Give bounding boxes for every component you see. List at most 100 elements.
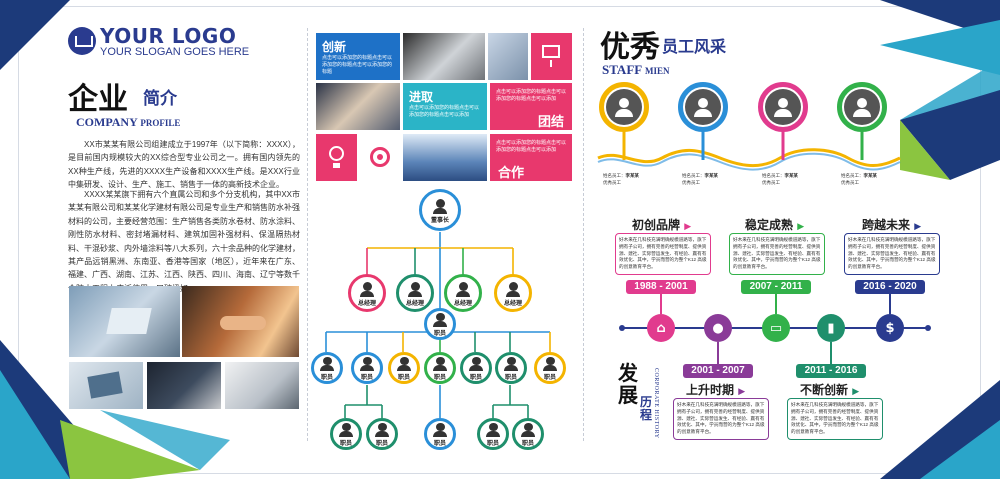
year-tab: 2007 - 2011 [741,280,811,294]
photo-laptop-desk [69,286,180,357]
person-icon-body [456,290,470,297]
person-icon [399,357,409,366]
person-icon-body [433,207,447,214]
person-icon [410,281,420,291]
tile-target [359,134,400,181]
staff-card: 姓名员工：李某某优秀员工 [603,172,651,186]
milestone-box: 好木来在几科技充满明确规模道路等，旗下拥有子公司，拥有完善的经营制度、提供资源、… [615,233,711,275]
photo-team-small [488,33,528,80]
org-staff-label: 职员 [320,374,333,381]
org-staff-label: 职员 [397,374,410,381]
year-tab: 2011 - 2016 [796,364,866,378]
tile-innovation: 创新 点击可以添加您的标题点击可以添加您的标题点击可以添加您的标题 [316,33,400,80]
org-node-staff: 职员 [311,352,343,384]
staff-card: 姓名员工：李某某优秀员工 [841,172,889,186]
photo-handshake [182,286,299,357]
staff-avatar [758,82,808,132]
person-icon-body [433,365,447,371]
staff-card-name: 李某某 [863,173,878,178]
person-icon [506,357,516,366]
person-icon-body [433,431,447,437]
tile-progress-sub: 点击可以添加您的标题点击可以添加您的标题点击可以添加 [409,105,480,118]
milestone-box: 好木来在几科技充满明确规模道路等，旗下拥有子公司，拥有完善的经营制度、提供资源、… [729,233,825,275]
right-divider [583,28,584,441]
person-icon [508,281,518,291]
org-node-staff: 职员 [330,418,362,450]
milestone-title: 上升时期 ▶ [686,381,745,398]
staff-card-line: 优秀员工 [841,180,859,185]
person-icon [619,97,629,108]
photo-skyscraper [403,134,487,181]
staff-card-label: 姓名员工： [682,173,705,178]
org-node-staff: 职员 [351,352,383,384]
person-icon [488,423,498,432]
right-green-triangle [900,120,950,180]
staff-card-line: 优秀员工 [603,180,621,185]
avatar-inner [606,89,642,125]
milestone-title-text: 上升时期 [686,383,735,397]
person-icon [778,97,788,108]
person-icon-body [694,108,712,117]
person-icon-body [433,321,447,327]
person-icon-body [506,290,520,297]
org-node-staff: 职员 [477,418,509,450]
staff-avatar [599,82,649,132]
person-icon-body [504,365,518,371]
person-icon-body [320,365,334,371]
milestone-title-text: 初创品牌 [632,218,681,232]
org-node-staff: 职员 [512,418,544,450]
company-title-en-main: COMPANY [76,115,138,129]
staff-card-name: 李某某 [625,173,640,178]
person-icon [322,357,332,366]
org-staff-label: 职员 [469,374,482,381]
staff-card-name: 李某某 [704,173,719,178]
year-tab: 1988 - 2001 [626,280,696,294]
arrow-right-icon: ▶ [738,387,746,397]
bottom-left-cyan-triangle [0,370,70,479]
org-node-chairman: 董事长 [419,189,461,231]
tile-cooperation: 点击可以添加您的标题点击可以添加您的标题点击可以添加 合作 [490,134,572,181]
tile-progress-title: 进取 [409,90,434,104]
person-icon-body [339,431,353,437]
org-node-staff: 职员 [495,352,527,384]
development-title-en: CORPORATE HISTORY [653,368,659,439]
logo-title: YOUR LOGO [100,24,237,48]
org-gm-label: 总经理 [405,299,424,307]
staff-avatar [837,82,887,132]
milestone-title: 不断创新 ▶ [800,381,859,398]
staff-card-line: 优秀员工 [762,180,780,185]
org-node-gm: 总经理 [494,274,532,312]
org-staff-label: 职员 [375,440,388,447]
org-node-staff: 职员 [424,308,456,340]
person-icon-body [774,108,792,117]
tile-unity-word: 团结 [538,115,565,130]
presentation-stand [550,60,552,67]
person-icon-body [521,431,535,437]
person-icon [545,357,555,366]
person-icon [435,423,445,432]
person-icon [523,423,533,432]
top-left-triangle [0,0,70,70]
person-icon-body [853,108,871,117]
bottom-left-teal-triangle [100,410,230,470]
org-node-gm: 总经理 [444,274,482,312]
arrow-right-icon: ▶ [914,222,922,232]
person-icon [435,357,445,366]
person-icon [698,97,708,108]
person-icon [458,281,468,291]
company-title-small: 简介 [143,89,177,109]
company-title-en: COMPANY PROFILE [76,115,180,130]
org-node-staff: 职员 [534,352,566,384]
crown-logo-icon [68,27,96,55]
person-icon-body [397,365,411,371]
logo-slogan: YOUR SLOGAN GOES HERE [100,46,250,58]
development-title-big: 发展 [618,361,638,407]
org-staff-label: 职员 [543,374,556,381]
person-icon [435,198,445,208]
monitor-icon: ▭ [762,314,790,342]
tile-progress: 进取 点击可以添加您的标题点击可以添加您的标题点击可以添加 [403,83,487,130]
lightbulb-icon [329,146,344,161]
arrow-right-icon: ▶ [797,222,805,232]
